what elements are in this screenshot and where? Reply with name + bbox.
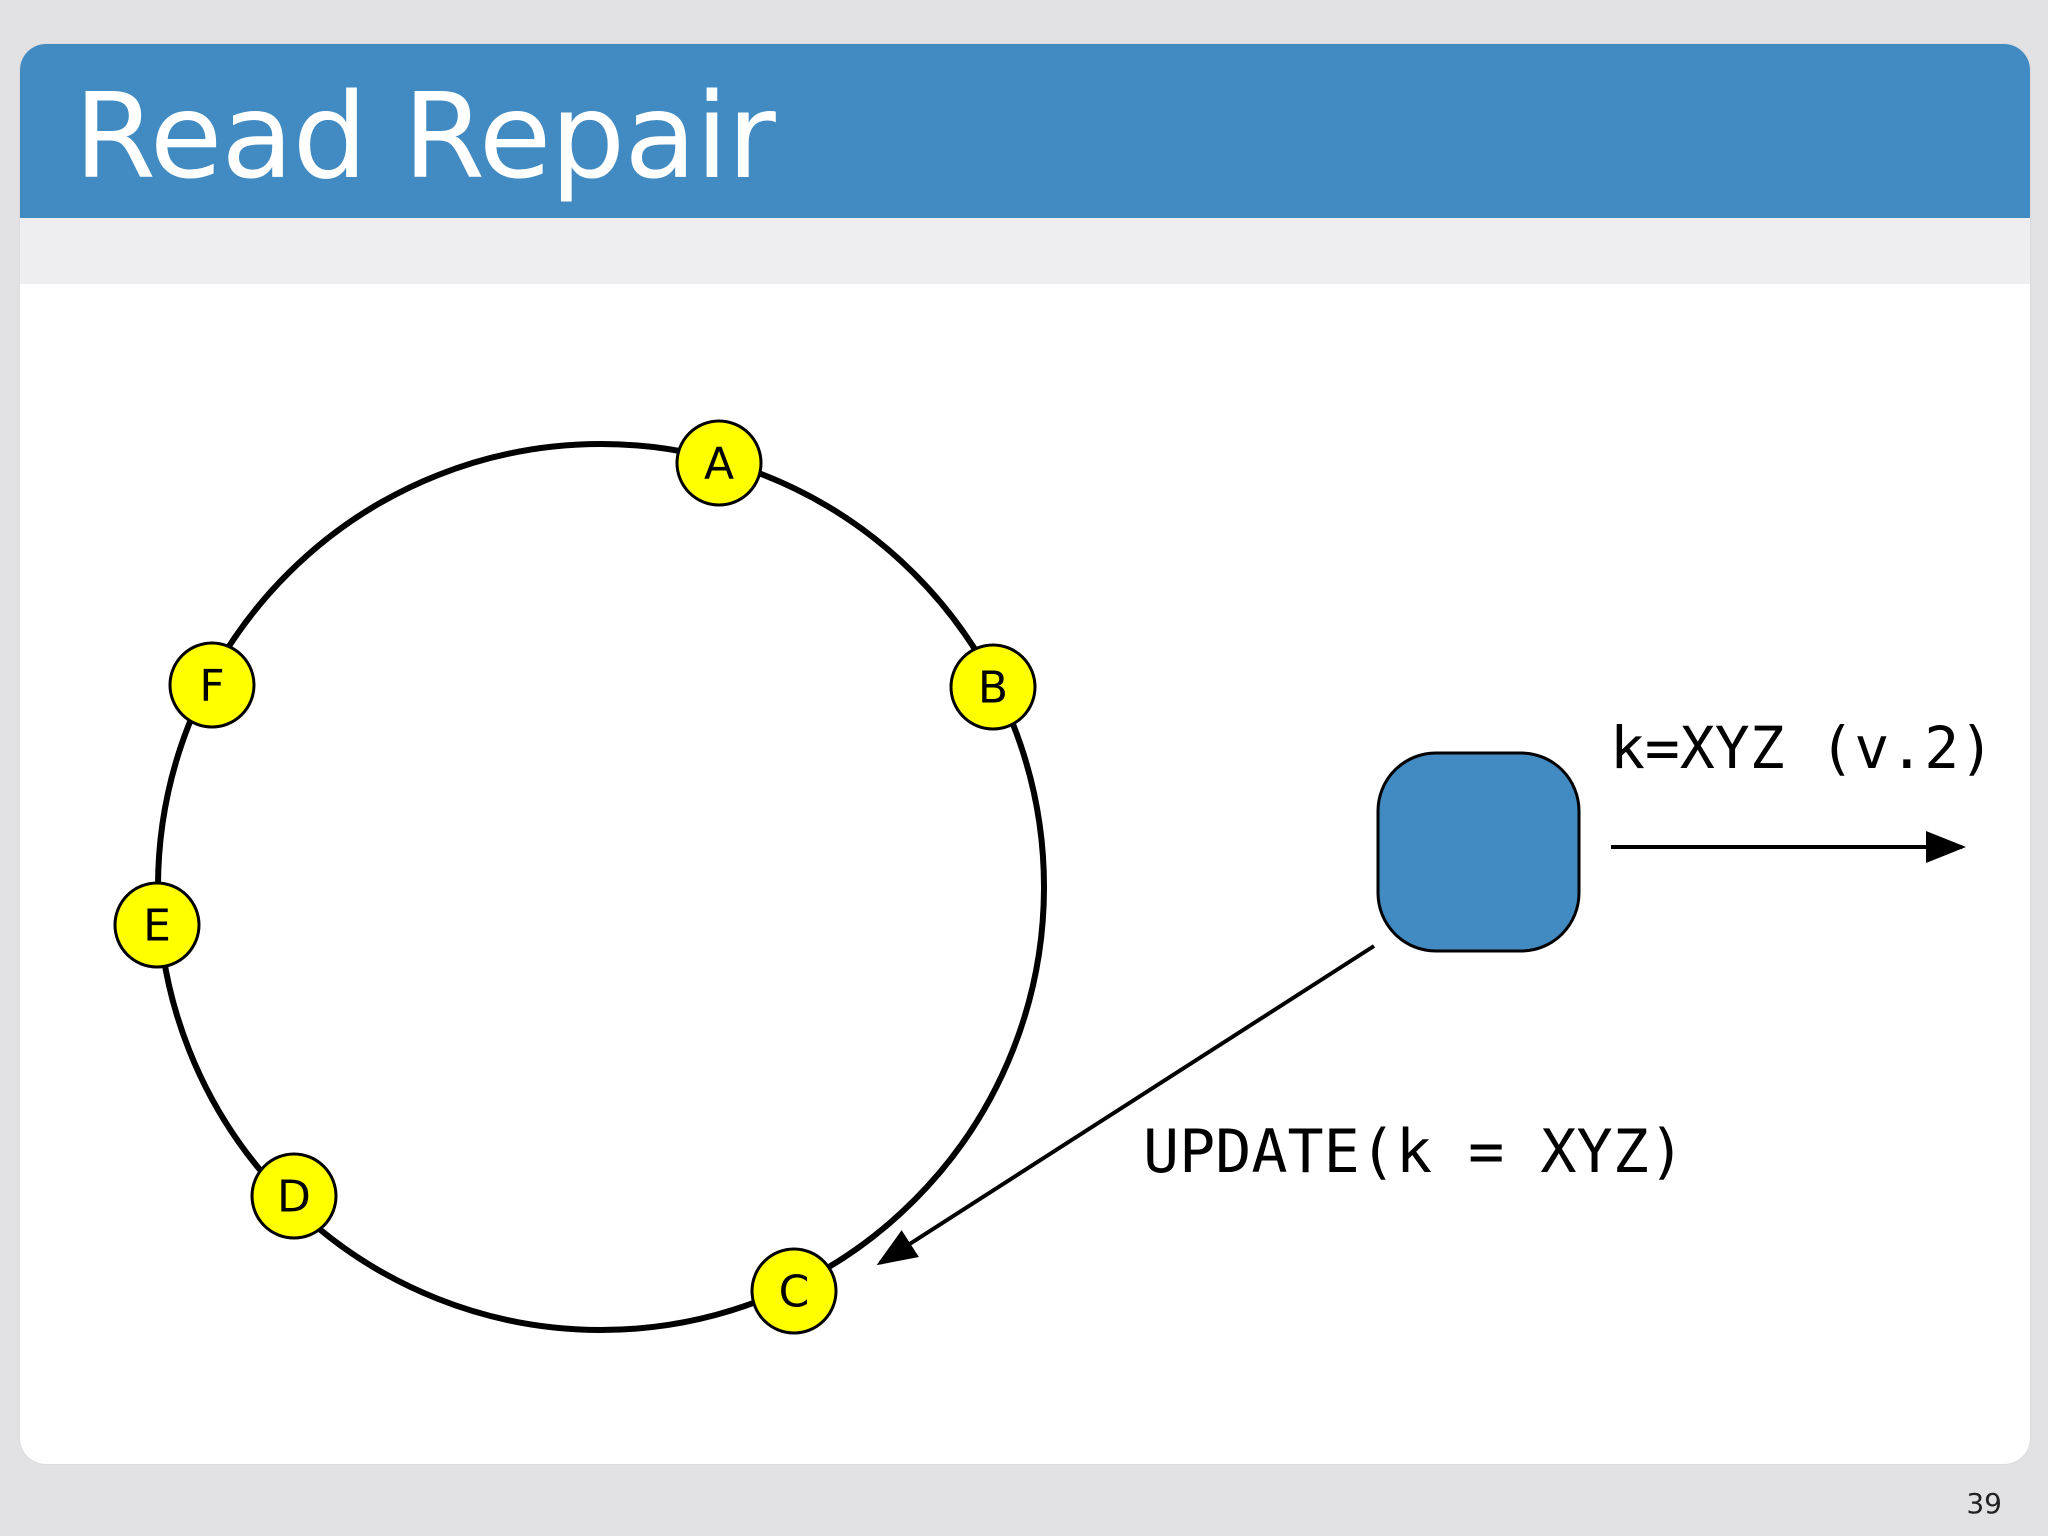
ring-node-a: A: [675, 419, 763, 507]
ring-node-f: F: [168, 641, 256, 729]
ring-node-a-label: A: [704, 439, 734, 490]
response-label: k=XYZ (v.2): [1610, 714, 1994, 782]
ring-node-c: C: [750, 1247, 838, 1335]
update-arrow: [876, 944, 1376, 1266]
ring-node-e-label: E: [143, 901, 171, 952]
update-label: UPDATE(k = XYZ): [1143, 1117, 1685, 1187]
page-number: 39: [1966, 1487, 2002, 1520]
slide-title: Read Repair: [74, 67, 776, 205]
ring-node-d: D: [250, 1152, 338, 1240]
ring-node-b-label: B: [978, 663, 1008, 714]
ring-node-f-label: F: [199, 661, 224, 712]
coordinator-box: [1376, 751, 1581, 953]
ring-node-e: E: [113, 881, 201, 969]
ring-node-b: B: [949, 643, 1037, 731]
ring-node-c-label: C: [779, 1267, 810, 1318]
title-underbar: [20, 218, 2030, 284]
slide: Read Repair: [20, 44, 2030, 1464]
title-bar: Read Repair: [20, 44, 2030, 218]
ring-node-d-label: D: [277, 1172, 311, 1223]
